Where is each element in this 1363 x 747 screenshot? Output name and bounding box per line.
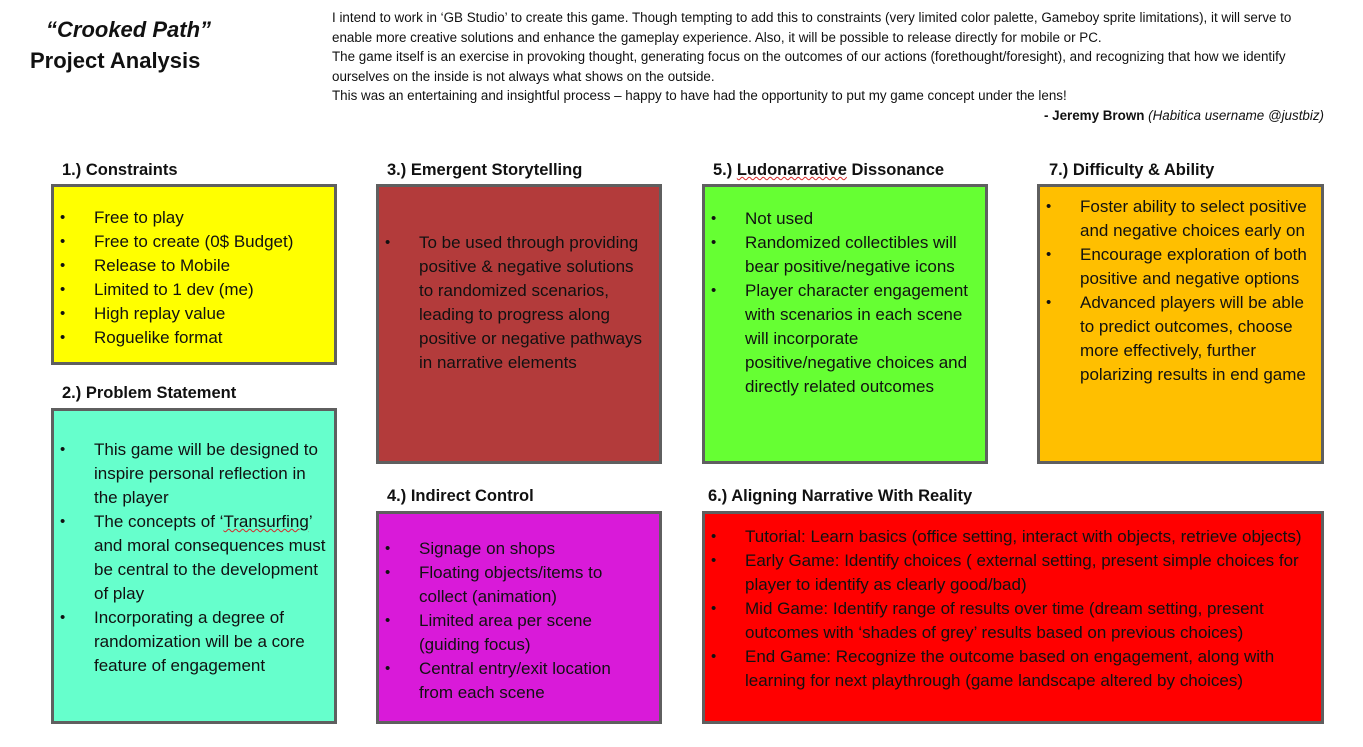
list-item: Early Game: Identify choices ( external … xyxy=(705,549,1315,597)
list-item: Player character engagement with scenari… xyxy=(705,279,977,399)
signature-name: - Jeremy Brown xyxy=(1043,107,1145,123)
problem-title: 2.) Problem Statement xyxy=(62,384,237,402)
list-item: This game will be designed to inspire pe… xyxy=(54,438,328,510)
ludo-title: 5.) Ludonarrative Dissonance xyxy=(713,161,945,179)
page-subtitle: Project Analysis xyxy=(30,48,201,73)
signature-note: (Habitica username @justbiz) xyxy=(1148,107,1324,123)
list-item: Not used xyxy=(705,207,977,231)
problem-list: This game will be designed to inspire pe… xyxy=(54,438,328,678)
list-item: To be used through providing positive & … xyxy=(379,231,645,375)
list-item: Incorporating a degree of randomization … xyxy=(54,606,328,678)
signature: - Jeremy Brown (Habitica username @justb… xyxy=(332,106,1332,126)
list-item: Foster ability to select positive and ne… xyxy=(1040,195,1307,243)
list-item: Free to play xyxy=(54,206,334,230)
constraints-list: Free to play Free to create (0$ Budget) … xyxy=(54,206,334,350)
aligning-box: Tutorial: Learn basics (office setting, … xyxy=(702,511,1324,724)
list-item: End Game: Recognize the outcome based on… xyxy=(705,645,1315,693)
difficulty-list: Foster ability to select positive and ne… xyxy=(1040,195,1307,387)
constraints-box: Free to play Free to create (0$ Budget) … xyxy=(51,184,337,365)
indirect-box: Signage on shops Floating objects/items … xyxy=(376,511,662,724)
list-item: The concepts of ‘Transurfing’ and moral … xyxy=(54,510,328,606)
intro-text: I intend to work in ‘GB Studio’ to creat… xyxy=(332,8,1332,126)
project-name: “Crooked Path” xyxy=(46,17,212,42)
list-item: Encourage exploration of both positive a… xyxy=(1040,243,1307,291)
list-item: Randomized collectibles will bear positi… xyxy=(705,231,977,279)
problem-box: This game will be designed to inspire pe… xyxy=(51,408,337,724)
intro-paragraph: The game itself is an exercise in provok… xyxy=(332,49,1286,84)
ludo-box: Not used Randomized collectibles will be… xyxy=(702,184,988,464)
page-title: “Crooked Path” Project Analysis xyxy=(30,14,211,76)
ludo-list: Not used Randomized collectibles will be… xyxy=(705,207,977,399)
list-item: Central entry/exit location from each sc… xyxy=(379,657,649,705)
list-item: Limited area per scene (guiding focus) xyxy=(379,609,649,657)
indirect-list: Signage on shops Floating objects/items … xyxy=(379,537,649,705)
intro-paragraph: I intend to work in ‘GB Studio’ to creat… xyxy=(332,10,1292,45)
list-item: Mid Game: Identify range of results over… xyxy=(705,597,1315,645)
list-item: Advanced players will be able to predict… xyxy=(1040,291,1307,387)
constraints-title: 1.) Constraints xyxy=(62,161,178,179)
aligning-list: Tutorial: Learn basics (office setting, … xyxy=(705,525,1315,693)
difficulty-box: Foster ability to select positive and ne… xyxy=(1037,184,1324,464)
list-item: High replay value xyxy=(54,302,334,326)
emergent-title: 3.) Emergent Storytelling xyxy=(387,161,583,179)
emergent-box: To be used through providing positive & … xyxy=(376,184,662,464)
list-item: Signage on shops xyxy=(379,537,649,561)
list-item: Tutorial: Learn basics (office setting, … xyxy=(705,525,1315,549)
emergent-list: To be used through providing positive & … xyxy=(379,231,645,375)
difficulty-title: 7.) Difficulty & Ability xyxy=(1049,161,1215,179)
list-item: Roguelike format xyxy=(54,326,334,350)
aligning-title: 6.) Aligning Narrative With Reality xyxy=(708,487,973,505)
list-item: Floating objects/items to collect (anima… xyxy=(379,561,649,609)
intro-paragraph: This was an entertaining and insightful … xyxy=(332,88,1067,104)
list-item: Release to Mobile xyxy=(54,254,334,278)
indirect-title: 4.) Indirect Control xyxy=(387,487,534,505)
list-item: Limited to 1 dev (me) xyxy=(54,278,334,302)
list-item: Free to create (0$ Budget) xyxy=(54,230,334,254)
